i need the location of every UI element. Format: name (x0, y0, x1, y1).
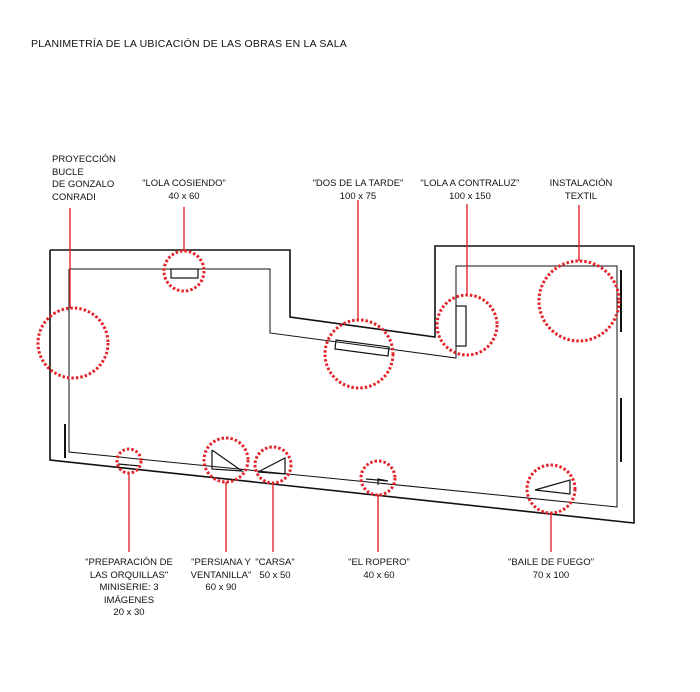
marker-lola-a-contraluz (435, 293, 499, 357)
label-dos-de-la-tarde: "DOS DE LA TARDE" 100 x 75 (312, 178, 404, 202)
label-persiana: "PERSIANA Y VENTANILLA" 60 x 90 (190, 557, 252, 593)
label-el-ropero: "EL ROPERO" 40 x 60 (348, 557, 410, 581)
marker-preparacion (115, 447, 143, 475)
frame-baile-de-fuego (534, 479, 571, 495)
marker-el-ropero (359, 459, 397, 497)
inner-wall (68, 265, 618, 508)
page-title: PLANIMETRÍA DE LA UBICACIÓN DE LAS OBRAS… (31, 38, 347, 50)
label-carsa: "CARSA" 50 x 50 (255, 557, 295, 581)
label-lola-cosiendo: "LOLA COSIENDO" 40 x 60 (142, 178, 226, 202)
marker-proyeccion (36, 306, 110, 380)
marker-dos-de-la-tarde (323, 318, 395, 390)
marker-lola-cosiendo (162, 249, 206, 293)
marker-baile-de-fuego (525, 463, 577, 515)
leader-lines (69, 200, 580, 552)
room-walls (49, 245, 635, 524)
label-baile-de-fuego: "BAILE DE FUEGO" 70 x 100 (508, 557, 594, 581)
artwork-frames (117, 268, 571, 495)
frame-carsa (257, 457, 286, 475)
marker-instalacion-textil (537, 259, 621, 343)
frame-lola-a-contraluz (455, 305, 467, 347)
frame-el-ropero (365, 478, 389, 485)
label-instalacion-textil: INSTALACIÓN TEXTIL (549, 178, 613, 202)
marker-persiana (202, 436, 250, 484)
label-lola-a-contraluz: "LOLA A CONTRALUZ" 100 x 150 (420, 178, 520, 202)
frame-preparacion (117, 463, 141, 467)
frame-persiana (211, 449, 245, 472)
label-proyeccion: PROYECCIÓN BUCLE DE GONZALO CONRADI (52, 154, 116, 203)
frame-lola-cosiendo (170, 268, 199, 279)
frame-dos-de-la-tarde (334, 339, 390, 357)
outer-wall (49, 245, 635, 524)
location-markers (36, 249, 621, 515)
label-preparacion: "PREPARACIÓN DE LAS ORQUILLAS" MINISERIE… (85, 557, 173, 618)
